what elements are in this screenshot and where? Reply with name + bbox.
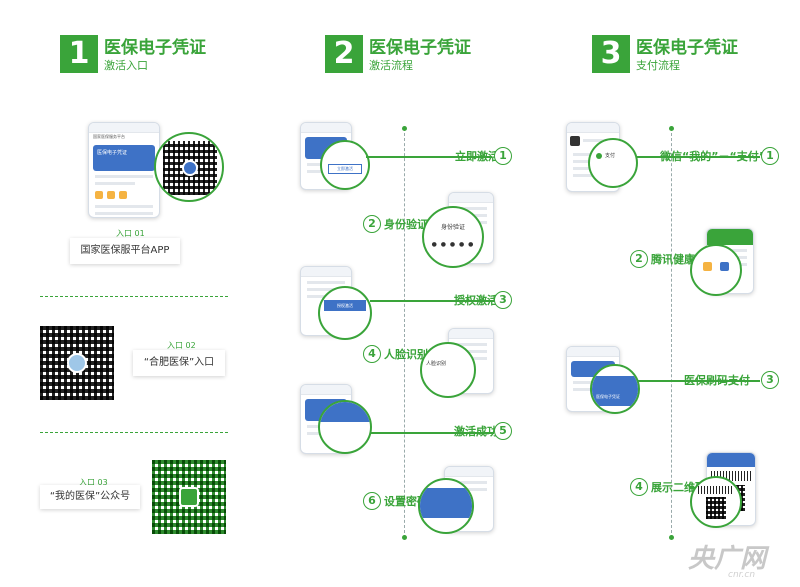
- watermark-logo: 央广网: [688, 544, 767, 574]
- activation-step-2-label: 身份验证: [384, 218, 428, 231]
- payment-step-1-label: 微信“我的”－“支付”: [660, 150, 766, 163]
- activation-step-2-number: 2: [363, 215, 381, 233]
- pin-dots: ● ● ● ● ●: [431, 241, 475, 248]
- timeline-dot: [402, 126, 407, 131]
- activation-step-4-label: 人脸识别: [384, 348, 428, 361]
- activation-step-6-label: 设置密码: [384, 495, 428, 508]
- logo-icon: [67, 353, 87, 373]
- step-5-zoom: [318, 400, 372, 454]
- qr-code-icon: [706, 497, 726, 519]
- section-2-title: 医保电子凭证: [369, 38, 471, 58]
- authorize-button: 授权激活: [324, 300, 366, 311]
- section-2-subtitle: 激活流程: [369, 59, 413, 72]
- entry-1-tag: 入口 01: [116, 229, 145, 238]
- step-4-zoom: 人脸识别: [420, 342, 476, 398]
- wechat-pay-icon: [596, 152, 602, 159]
- pay-step-4-zoom: [690, 476, 742, 528]
- payment-step-4-number: 4: [630, 478, 648, 496]
- activation-step-5-label: 激活成功: [454, 425, 498, 438]
- payment-step-1-number: 1: [761, 147, 779, 165]
- section-1-number: 1: [60, 35, 98, 73]
- activation-step-1-label: 立即激活: [455, 150, 499, 163]
- entry-1-label: 国家医保服平台APP: [70, 238, 180, 264]
- step-6-zoom: [418, 478, 474, 534]
- payment-step-2-number: 2: [630, 250, 648, 268]
- activation-step-1-number: 1: [494, 147, 512, 165]
- entry-2-tag: 入口 02: [167, 341, 196, 350]
- payment-step-2-label: 腾讯健康: [651, 253, 695, 266]
- step-3-zoom: 授权激活: [318, 286, 372, 340]
- logo-icon: [179, 487, 199, 507]
- app-title: 国家医保服务平台: [93, 134, 125, 139]
- activation-step-3-label: 授权激活: [454, 294, 498, 307]
- face-text: 人脸识别: [426, 361, 447, 367]
- timeline-dot: [669, 535, 674, 540]
- section-3-subtitle: 支付流程: [636, 59, 680, 72]
- watermark-url: cnr.cn: [728, 570, 756, 580]
- activation-step-3-number: 3: [494, 291, 512, 309]
- entry-3-label: “我的医保”公众号: [40, 485, 140, 509]
- timeline-dot: [669, 126, 674, 131]
- timeline-3: [671, 128, 672, 538]
- step-1-zoom: 立即激活: [320, 140, 370, 190]
- entry-3-tag: 入口 03: [79, 478, 108, 487]
- barcode-icon: [698, 486, 734, 494]
- pay-step-3-connector: [638, 380, 760, 382]
- section-1-subtitle: 激活入口: [104, 59, 148, 72]
- section-3-number: 3: [592, 35, 630, 73]
- step-2-zoom: 身份验证 ● ● ● ● ●: [422, 206, 484, 268]
- card-title: 医保电子凭证: [97, 150, 128, 156]
- qr-zoom-circle: [154, 132, 224, 202]
- step-5-connector: [370, 432, 494, 434]
- pay-step-1-zoom: 支付: [588, 138, 638, 188]
- section-1-title: 医保电子凭证: [104, 38, 206, 58]
- pay-card-title: 医保电子凭证: [592, 376, 638, 406]
- section-2-number: 2: [325, 35, 363, 73]
- step-1-connector: [366, 156, 492, 158]
- section-3-title: 医保电子凭证: [636, 38, 738, 58]
- id-verify-text: 身份验证: [440, 224, 465, 231]
- activation-step-5-number: 5: [494, 422, 512, 440]
- activation-step-6-number: 6: [363, 492, 381, 510]
- activation-step-4-number: 4: [363, 345, 381, 363]
- timeline-dot: [402, 535, 407, 540]
- activate-button: 立即激活: [328, 164, 362, 174]
- pay-step-3-zoom: 医保电子凭证: [590, 364, 640, 414]
- payment-step-3-label: 医保刷码支付: [684, 374, 750, 387]
- pay-step-2-zoom: [690, 244, 742, 296]
- divider-1: [40, 296, 228, 297]
- step-3-connector: [370, 300, 494, 302]
- app-phone-mockup: 国家医保服务平台 医保电子凭证: [88, 122, 160, 218]
- wechat-pay-label: 支付: [605, 153, 616, 159]
- logo-icon: [182, 160, 198, 176]
- divider-2: [40, 432, 228, 433]
- payment-step-3-number: 3: [761, 371, 779, 389]
- timeline-2: [404, 128, 405, 538]
- pay-step-1-connector: [636, 156, 760, 158]
- entry-2-label: “合肥医保”入口: [133, 350, 225, 376]
